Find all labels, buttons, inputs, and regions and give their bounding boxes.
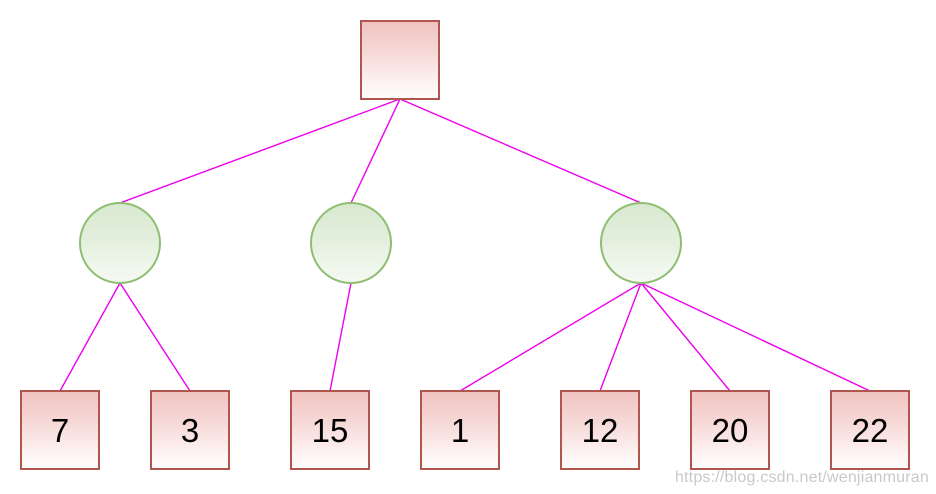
leaf-node-20: 20 [690,390,770,470]
leaf-node-1: 1 [420,390,500,470]
watermark-text: https://blog.csdn.net/wenjianmuran [674,469,929,486]
internal-node-right [600,202,682,284]
leaf-node-12: 12 [560,390,640,470]
internal-node-middle [310,202,392,284]
root-node [360,20,440,100]
leaf-node-7: 7 [20,390,100,470]
leaf-node-22: 22 [830,390,910,470]
leaf-node-15: 15 [290,390,370,470]
leaf-node-3: 3 [150,390,230,470]
internal-node-left [79,202,161,284]
